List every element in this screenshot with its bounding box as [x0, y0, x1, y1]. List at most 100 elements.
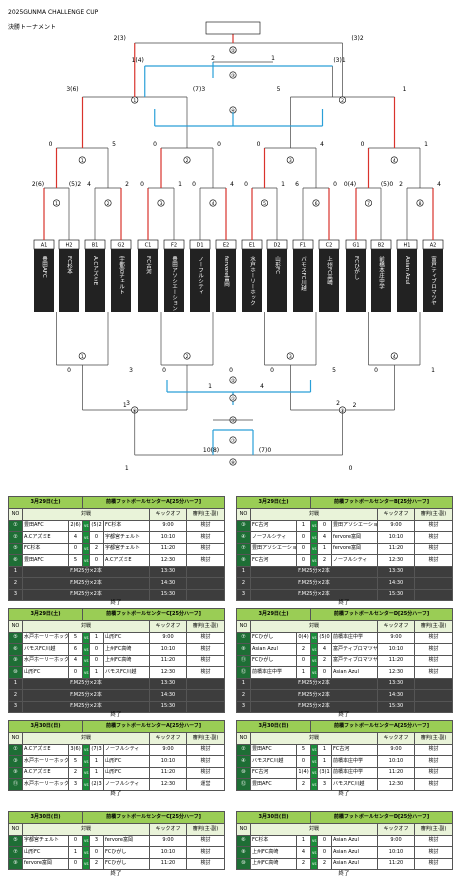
team-name-box	[267, 249, 287, 312]
upper-r1-match-label: 3	[160, 201, 163, 207]
team-name-box	[346, 249, 366, 312]
upper-r1-score: (5)0	[381, 181, 393, 188]
team-seed: G2	[117, 243, 124, 249]
team-seed: H2	[66, 243, 73, 249]
team-name-box	[59, 249, 79, 312]
lower-r1-match-label: 4	[393, 354, 396, 360]
table-title-row: 3月29日(土)前橋フットボールセンターA[25分ハーフ]	[7, 496, 226, 509]
upper-r2-match-label: 2	[186, 158, 189, 164]
upper-r2-match	[78, 156, 86, 164]
table-title-row: 3月30日(日)前橋フットボールセンターA[25分ハーフ]	[7, 720, 226, 733]
table-title-row: 3月30日(日)前橋フットボールセンターD[25分ハーフ]	[235, 811, 454, 824]
table-end-note: 終了	[110, 871, 122, 877]
match-date: 3月29日(土)	[7, 496, 84, 509]
upper-r2-match-label: 1	[81, 158, 84, 164]
upper-r2-score: 0	[217, 141, 221, 148]
team-name-box	[242, 249, 262, 312]
upper-r2-match-label: 3	[289, 158, 292, 164]
lower-score: 4	[260, 383, 264, 390]
lower-center-match-label: ②	[231, 378, 235, 384]
team-seed: B1	[92, 243, 99, 249]
match-venue: 前橋フットボールセンターA[25分ハーフ]	[310, 720, 454, 733]
upper-r1-score: 0(4)	[344, 181, 356, 188]
table-end-note: 終了	[110, 712, 122, 718]
lower-score: 2	[336, 400, 340, 407]
upper-r1-score: 4	[230, 181, 234, 188]
team-name-box	[85, 249, 105, 312]
team-seed: C2	[326, 243, 333, 249]
upper-r1-match-label: 4	[212, 201, 215, 207]
upper-r2-score: 0	[49, 141, 53, 148]
match-venue: 前橋フットボールセンターA[25分ハーフ]	[82, 720, 226, 733]
team-seed: E2	[223, 243, 229, 249]
upper-r1-match-label: 8	[419, 201, 422, 207]
team-name-box	[111, 249, 131, 312]
lower-score: 1	[208, 383, 212, 390]
team-name-box	[423, 249, 443, 312]
upper-sf-match-label: 1	[133, 98, 136, 104]
team-name-box	[164, 249, 184, 312]
team-name: 宇都宮チェルト	[118, 255, 125, 295]
upper-r1-score: 1	[281, 181, 285, 188]
lower-r1-match-label: 3	[289, 354, 292, 360]
final-score: 2(3)	[114, 35, 126, 42]
upper-r2-match	[183, 156, 191, 164]
match-venue: 前橋フットボールセンターD[25分ハーフ]	[310, 811, 454, 824]
team-seed: F2	[171, 243, 177, 249]
tournament-title: 2025GUNMA CHALLENGE CUP	[8, 9, 99, 16]
team-name: 山形FC	[274, 255, 281, 274]
upper-sf-score: 5	[277, 86, 281, 93]
match-venue: 前橋フットボールセンターD[25分ハーフ]	[310, 608, 454, 621]
upper-r2-score: 0	[153, 141, 157, 148]
lower-r1-match	[183, 352, 191, 360]
upper-r2-match	[390, 156, 398, 164]
team-name: 豊田アソシエーション	[171, 255, 178, 312]
lower-score: 0	[162, 367, 166, 374]
lower-final-match	[229, 436, 237, 444]
team-name-box	[216, 249, 236, 312]
lower-score: 5	[332, 367, 336, 374]
table-title-row: 3月29日(土)前橋フットボールセンターB[25分ハーフ]	[235, 496, 454, 509]
upper-r2-score: 1	[424, 141, 428, 148]
lower-score: 0	[67, 367, 71, 374]
match-date: 3月29日(土)	[235, 608, 312, 621]
lower-score: 0	[349, 465, 353, 472]
upper-r2-score: 0	[257, 141, 261, 148]
lower-score: (7)0	[259, 447, 271, 454]
match-venue: 前橋フットボールセンターC[25分ハーフ]	[82, 608, 226, 621]
team-name-box	[397, 249, 417, 312]
third-score: 2	[211, 55, 215, 62]
match-date: 3月29日(土)	[235, 496, 312, 509]
third-score: 1(4)	[132, 57, 144, 64]
team-seed: A1	[41, 243, 48, 249]
lower-score: 0	[270, 367, 274, 374]
lower-score: 0	[229, 367, 233, 374]
team-name: 豊田AFC	[41, 255, 48, 278]
upper-r1-match	[364, 199, 372, 207]
lower-center-match	[229, 394, 237, 402]
upper-r1-score: 2	[125, 181, 129, 188]
upper-third-match-label: ②	[231, 48, 235, 54]
upper-r1-score: (5)2	[69, 181, 81, 188]
team-name-box	[371, 249, 391, 312]
